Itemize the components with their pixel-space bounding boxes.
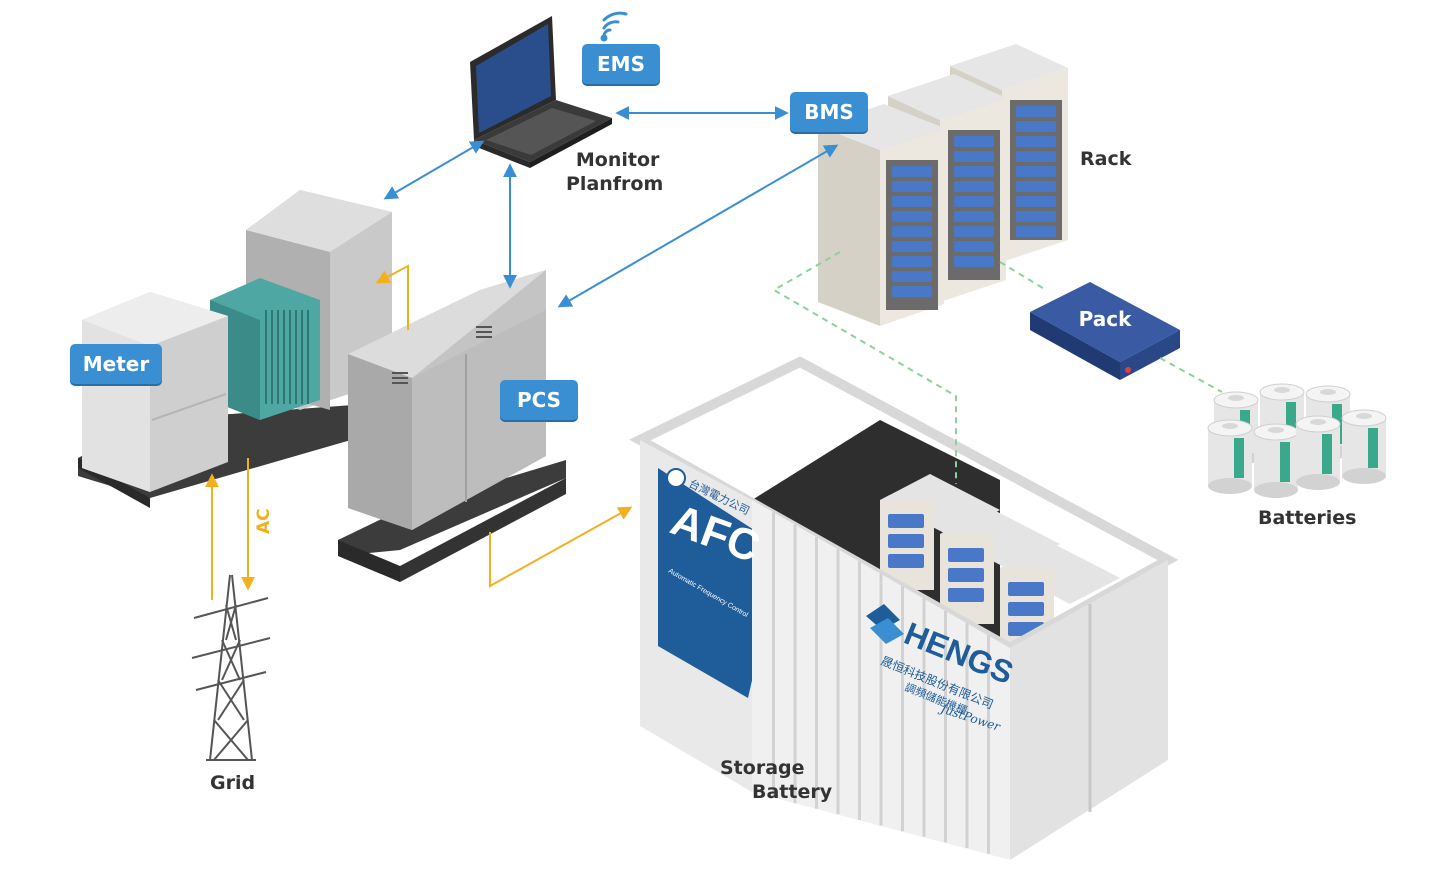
inner-rack-module — [1008, 582, 1044, 596]
hengs-logo-icon — [866, 604, 904, 644]
meter-label: Meter — [82, 352, 150, 376]
rack-module — [954, 211, 994, 222]
rack-module — [954, 136, 994, 147]
inner-rack-module — [888, 554, 924, 568]
battery-cells — [1207, 383, 1387, 498]
pcs-badge: PCS — [500, 380, 578, 420]
storage-label-line1: Storage — [720, 757, 805, 779]
transmission-tower-icon — [191, 574, 271, 761]
rack-module — [1016, 226, 1056, 237]
battery-cell-icon — [1253, 423, 1299, 498]
dashed-connectors — [772, 251, 1223, 484]
rack-module — [954, 256, 994, 267]
monitor-label-line2: Planfrom — [566, 173, 664, 195]
batteries-label: Batteries — [1258, 507, 1357, 529]
rack-module — [1016, 151, 1056, 162]
rack-module — [892, 166, 932, 177]
rack-module — [892, 196, 932, 207]
ems-badge: EMS — [582, 44, 660, 84]
grid-label: Grid — [210, 772, 256, 794]
inner-rack-module — [948, 548, 984, 562]
storage-battery-label: Storage Battery — [720, 756, 832, 804]
taipower-seal-icon — [666, 468, 686, 488]
pack-label: Pack — [1078, 307, 1132, 331]
rack-module — [892, 271, 932, 282]
inner-rack-module — [888, 514, 924, 528]
rack-module — [892, 226, 932, 237]
wifi-icon — [600, 11, 628, 42]
rack-cabinets — [818, 44, 1068, 326]
inner-rack-module — [948, 568, 984, 582]
rack-module — [892, 241, 932, 252]
storage-container — [629, 356, 1179, 860]
battery-pack — [1030, 282, 1180, 380]
laptop-icon — [470, 16, 612, 168]
rack-module — [954, 196, 994, 207]
bms-badge: BMS — [790, 92, 868, 132]
rack-module — [892, 286, 932, 297]
rack-module — [1016, 181, 1056, 192]
link-lines — [383, 106, 839, 308]
ems-label: EMS — [597, 52, 645, 76]
storage-label-line2: Battery — [752, 781, 833, 803]
rack-module — [1016, 136, 1056, 147]
monitor-label: Monitor Planfrom — [566, 148, 663, 196]
inner-rack-module — [888, 534, 924, 548]
rack-module — [954, 181, 994, 192]
rack-module — [892, 256, 932, 267]
rack-module — [954, 241, 994, 252]
rack-module — [954, 151, 994, 162]
power-lines — [205, 264, 633, 600]
rack-module — [954, 226, 994, 237]
bms-label: BMS — [804, 100, 854, 124]
pack-badge: Pack — [1072, 302, 1138, 336]
pcs-cabinet — [338, 270, 566, 582]
rack-module — [1016, 106, 1056, 117]
rack-label: Rack — [1080, 148, 1132, 170]
rack-module — [892, 211, 932, 222]
rack-module — [1016, 121, 1056, 132]
battery-cell-icon — [1341, 409, 1387, 484]
inner-rack-module — [1008, 602, 1044, 616]
rack-module — [1016, 166, 1056, 177]
ac-label: AC — [254, 508, 274, 534]
rack-module — [954, 166, 994, 177]
rack-module — [1016, 196, 1056, 207]
battery-cell-icon — [1207, 419, 1253, 494]
rack-module — [1016, 211, 1056, 222]
inner-rack-top — [1000, 542, 1120, 604]
meter-badge: Meter — [70, 344, 162, 384]
pcs-label: PCS — [516, 388, 562, 412]
monitor-label-line1: Monitor — [575, 149, 660, 171]
battery-cell-icon — [1295, 415, 1341, 490]
rack-module — [892, 181, 932, 192]
inner-rack-module — [948, 588, 984, 602]
